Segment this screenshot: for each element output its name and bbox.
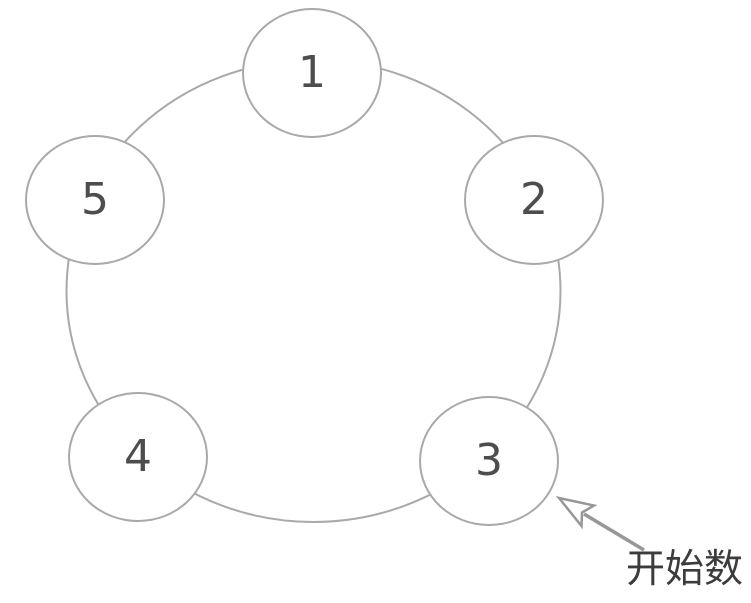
node-2: 2 (464, 135, 604, 265)
node-4: 4 (68, 392, 208, 522)
node-3-label: 3 (475, 435, 503, 486)
node-3: 3 (419, 396, 559, 526)
node-5-label: 5 (81, 174, 109, 225)
node-5: 5 (25, 135, 165, 265)
node-4-label: 4 (124, 431, 152, 482)
open-arrowhead-icon (555, 496, 598, 530)
annotation-start-label: 开始数 (626, 547, 744, 592)
arrow-shaft (583, 512, 645, 552)
node-1-label: 1 (298, 47, 326, 98)
node-2-label: 2 (520, 174, 548, 225)
node-1: 1 (242, 8, 382, 138)
